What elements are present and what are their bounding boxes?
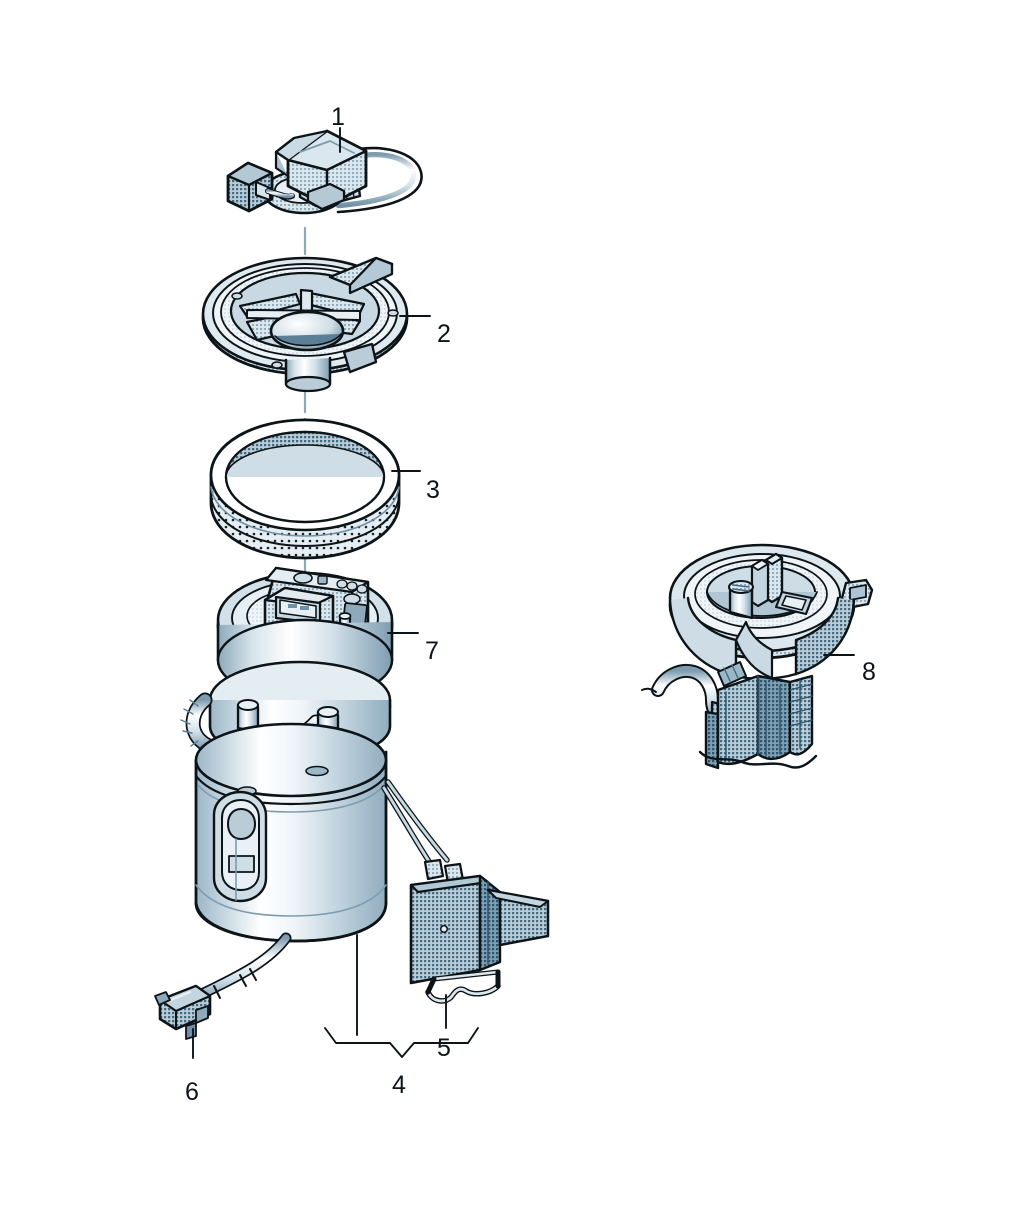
callout-1: 1 — [331, 103, 345, 131]
callout-6: 6 — [185, 1078, 199, 1106]
callout-3: 3 — [426, 476, 440, 504]
sender-wires — [381, 779, 465, 885]
part-3-locking-ring — [209, 418, 421, 560]
callout-5: 5 — [437, 1034, 451, 1062]
callout-8: 8 — [862, 658, 876, 686]
callout-7: 7 — [425, 637, 439, 665]
group-brace-4 — [324, 1027, 479, 1058]
part-4-fuel-delivery-unit — [180, 660, 465, 1036]
part-6-fuel-line-coupling — [154, 932, 292, 1059]
part-5-retaining-bracket — [409, 874, 550, 1029]
part-1-wiring-harness — [226, 127, 423, 215]
callout-4: 4 — [392, 1071, 406, 1099]
callout-2: 2 — [437, 320, 451, 348]
part-8-swirl-pot-housing — [641, 543, 874, 770]
part-2-flange-cover — [201, 256, 431, 393]
